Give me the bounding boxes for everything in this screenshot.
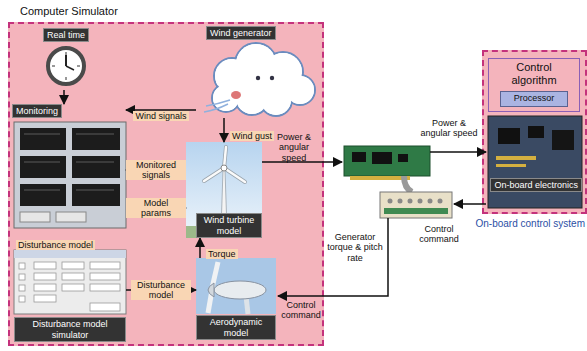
signal-label: Generator torque & pitch rate xyxy=(326,232,384,263)
monitor-screen xyxy=(14,122,126,228)
nacelle-figure xyxy=(196,258,276,314)
signal-lines xyxy=(262,152,486,296)
edge-label: Wind gust xyxy=(230,131,274,141)
signal-label: Disturbance model xyxy=(16,240,95,250)
block-label: Disturbance model simulator xyxy=(14,317,126,342)
board-figure xyxy=(488,116,582,208)
block-label: Monitoring xyxy=(12,104,62,118)
edge-label: Disturbance model xyxy=(131,280,191,301)
block-label: Aerodynamic model xyxy=(196,315,276,340)
connector-arrow xyxy=(199,238,201,258)
label-holder: Disturbance model xyxy=(131,280,191,302)
algorithm-box: Control algorithmProcessor xyxy=(488,58,580,112)
edge-label: Torque xyxy=(206,249,238,259)
connector-arrow xyxy=(223,118,225,142)
label-holder: Disturbance model xyxy=(16,234,106,252)
simulator-window xyxy=(14,250,126,314)
edge-label: Monitored signals xyxy=(126,160,186,181)
edge-label: Model params xyxy=(126,198,186,219)
label-holder: Wind signals xyxy=(133,105,188,123)
label-holder: Monitored signals xyxy=(126,160,186,182)
block-label: Wind turbine model xyxy=(196,213,262,238)
electronics-block: On-board electronics xyxy=(490,178,582,192)
signal-label: Control command xyxy=(279,300,323,321)
edge-label: Wind signals xyxy=(133,111,188,121)
box-title: Control algorithm xyxy=(499,61,569,86)
label-holder: Control command xyxy=(410,224,468,245)
block-label: Wind generator xyxy=(206,26,276,40)
region-title: On-board control system xyxy=(476,218,586,230)
clock-icon xyxy=(48,48,84,84)
box-label: Processor xyxy=(514,94,555,104)
label-holder: Power & angular speed xyxy=(266,132,322,163)
label-holder: Model params xyxy=(126,198,186,220)
label-holder: Wind gust xyxy=(230,125,274,143)
wind-turbine-figure xyxy=(186,142,262,238)
label-holder: Generator torque & pitch rate xyxy=(326,232,384,263)
processor-box: Processor xyxy=(500,91,568,107)
block-label: Real time xyxy=(43,28,89,42)
label-holder: Power & angular speed xyxy=(416,118,482,139)
label-holder: Torque xyxy=(206,243,238,261)
label-holder: Control command xyxy=(279,300,323,321)
cloud-figure xyxy=(204,43,315,116)
block-label: On-board electronics xyxy=(490,178,582,192)
region-title: Computer Simulator xyxy=(20,5,118,18)
connector-arrow xyxy=(63,90,65,104)
daq-card xyxy=(344,146,452,218)
signal-label: Power & angular speed xyxy=(416,118,482,139)
signal-label: Control command xyxy=(410,224,468,245)
signal-label: Power & angular speed xyxy=(266,132,322,163)
